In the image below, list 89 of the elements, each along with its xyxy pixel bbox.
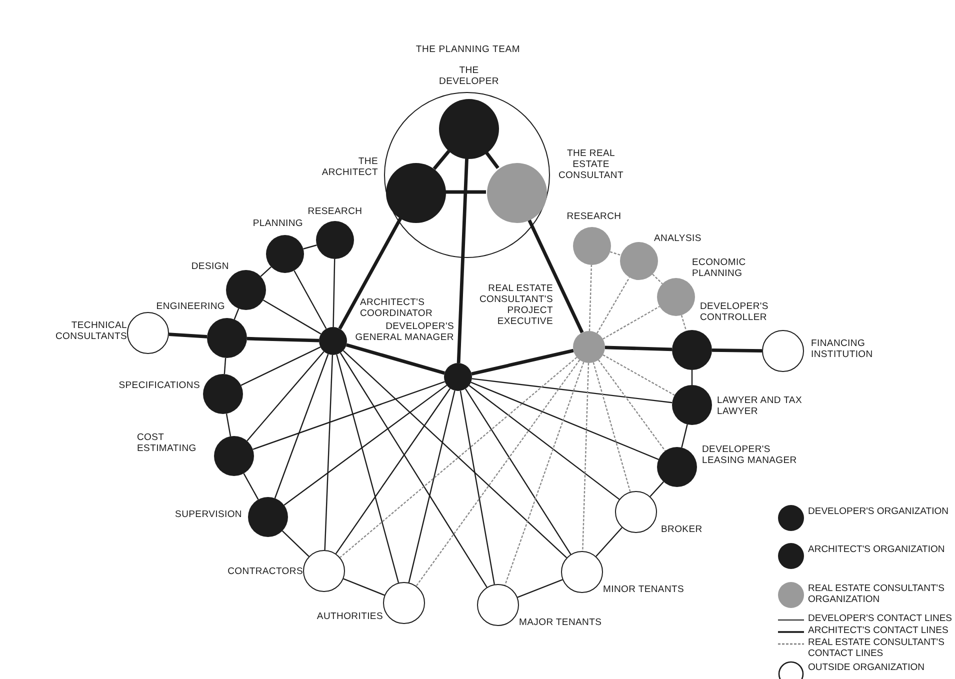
- legend-label: OUTSIDE ORGANIZATION: [808, 663, 926, 674]
- contact-line: [338, 217, 402, 330]
- contact-line: [336, 354, 400, 583]
- legend-label: ARCHITECT'S CONTACT LINES: [808, 626, 950, 637]
- node-label: BROKER: [661, 525, 704, 536]
- node-label: AUTHORITIES: [316, 612, 383, 623]
- node-label: COST ESTIMATING: [137, 433, 198, 455]
- contact-line: [460, 390, 495, 584]
- contact-line: [456, 158, 468, 364]
- node-label: LAWYER AND TAX LAWYER: [717, 396, 802, 418]
- contact-line: [680, 315, 687, 332]
- contact-line: [712, 348, 762, 352]
- contact-line: [445, 190, 486, 194]
- contact-line: [681, 424, 688, 448]
- legend-label: REAL ESTATE CONSULTANT'S CONTACT LINES: [808, 638, 946, 660]
- contact-line: [602, 354, 675, 396]
- node-label: ARCHITECT'S COORDINATOR: [360, 298, 434, 320]
- contact-line: [340, 352, 488, 588]
- node-label: DESIGN: [190, 262, 229, 273]
- node-label: DEVELOPER'S GENERAL MANAGER: [354, 322, 454, 344]
- node-label: DEVELOPER'S CONTROLLER: [700, 302, 770, 324]
- contact-line: [588, 264, 592, 332]
- contact-line: [303, 244, 317, 250]
- diagram-title: THE PLANNING TEAM: [414, 44, 522, 55]
- contact-line: [465, 388, 572, 555]
- contact-line: [262, 300, 322, 334]
- legend-label: DEVELOPER'S CONTACT LINES: [808, 614, 953, 625]
- node-label: ANALYSIS: [654, 234, 702, 245]
- contact-line: [652, 274, 663, 284]
- contact-line: [472, 378, 672, 404]
- contact-line: [408, 390, 456, 583]
- node-label: ECONOMIC PLANNING: [692, 258, 747, 280]
- contact-line: [598, 360, 666, 452]
- contact-line: [602, 306, 660, 340]
- contact-line: [294, 270, 327, 330]
- contact-line: [504, 362, 584, 586]
- contact-line: [596, 527, 622, 557]
- contact-line: [226, 414, 232, 436]
- contact-line: [234, 308, 240, 320]
- contact-line: [240, 346, 321, 386]
- contact-line: [335, 388, 451, 554]
- node-label: DEVELOPER'S LEASING MANAGER: [702, 445, 798, 467]
- contact-line: [282, 530, 310, 557]
- legend-label: REAL ESTATE CONSULTANT'S ORGANIZATION: [808, 584, 946, 606]
- node-label: THE REAL ESTATE CONSULTANT: [558, 149, 624, 182]
- node-label: FINANCING INSTITUTION: [811, 339, 874, 361]
- contact-line: [468, 384, 620, 500]
- legend-label: DEVELOPER'S ORGANIZATION: [808, 507, 950, 518]
- contact-line: [284, 384, 448, 506]
- node-label: RESEARCH: [306, 207, 364, 218]
- contact-line: [274, 354, 329, 498]
- node-label: SUPERVISION: [174, 510, 242, 521]
- node-label: TECHNICAL CONSULTANTS: [54, 321, 127, 343]
- contact-line: [582, 362, 590, 552]
- node-label: THE ARCHITECT: [320, 157, 378, 179]
- contact-line: [224, 358, 226, 374]
- contact-line: [604, 346, 672, 352]
- node-label: THE DEVELOPER: [438, 66, 500, 88]
- contact-line: [527, 218, 584, 334]
- contact-line: [650, 481, 664, 497]
- node-label: MINOR TENANTS: [603, 585, 686, 596]
- contact-line: [517, 579, 563, 598]
- node-label: PLANNING: [252, 219, 303, 230]
- contact-line: [252, 381, 445, 450]
- contact-line: [484, 150, 500, 170]
- contact-line: [243, 473, 259, 500]
- contact-line: [260, 266, 272, 277]
- contact-line: [324, 354, 334, 550]
- contact-line: [610, 251, 622, 256]
- contact-line: [343, 578, 385, 596]
- contact-line: [432, 150, 450, 170]
- contact-line: [246, 351, 324, 442]
- contact-line: [471, 348, 574, 376]
- contact-line: [246, 336, 320, 342]
- contact-line: [332, 258, 336, 328]
- contact-line: [346, 343, 446, 375]
- contact-line: [416, 360, 580, 586]
- contact-line: [470, 382, 659, 460]
- contact-line: [691, 370, 693, 385]
- contact-line: [596, 277, 630, 334]
- node-label: RESEARCH: [566, 212, 622, 223]
- contact-line: [168, 332, 208, 338]
- node-label: ENGINEERING: [155, 302, 225, 313]
- contact-line: [592, 362, 631, 492]
- node-label: CONTRACTORS: [226, 567, 303, 578]
- node-label: MAJOR TENANTS: [519, 618, 603, 629]
- legend-label: ARCHITECT'S ORGANIZATION: [808, 545, 946, 556]
- node-label: SPECIFICATIONS: [118, 381, 200, 392]
- node-label: REAL ESTATE CONSULTANT'S PROJECT EXECUTIVE: [478, 284, 553, 328]
